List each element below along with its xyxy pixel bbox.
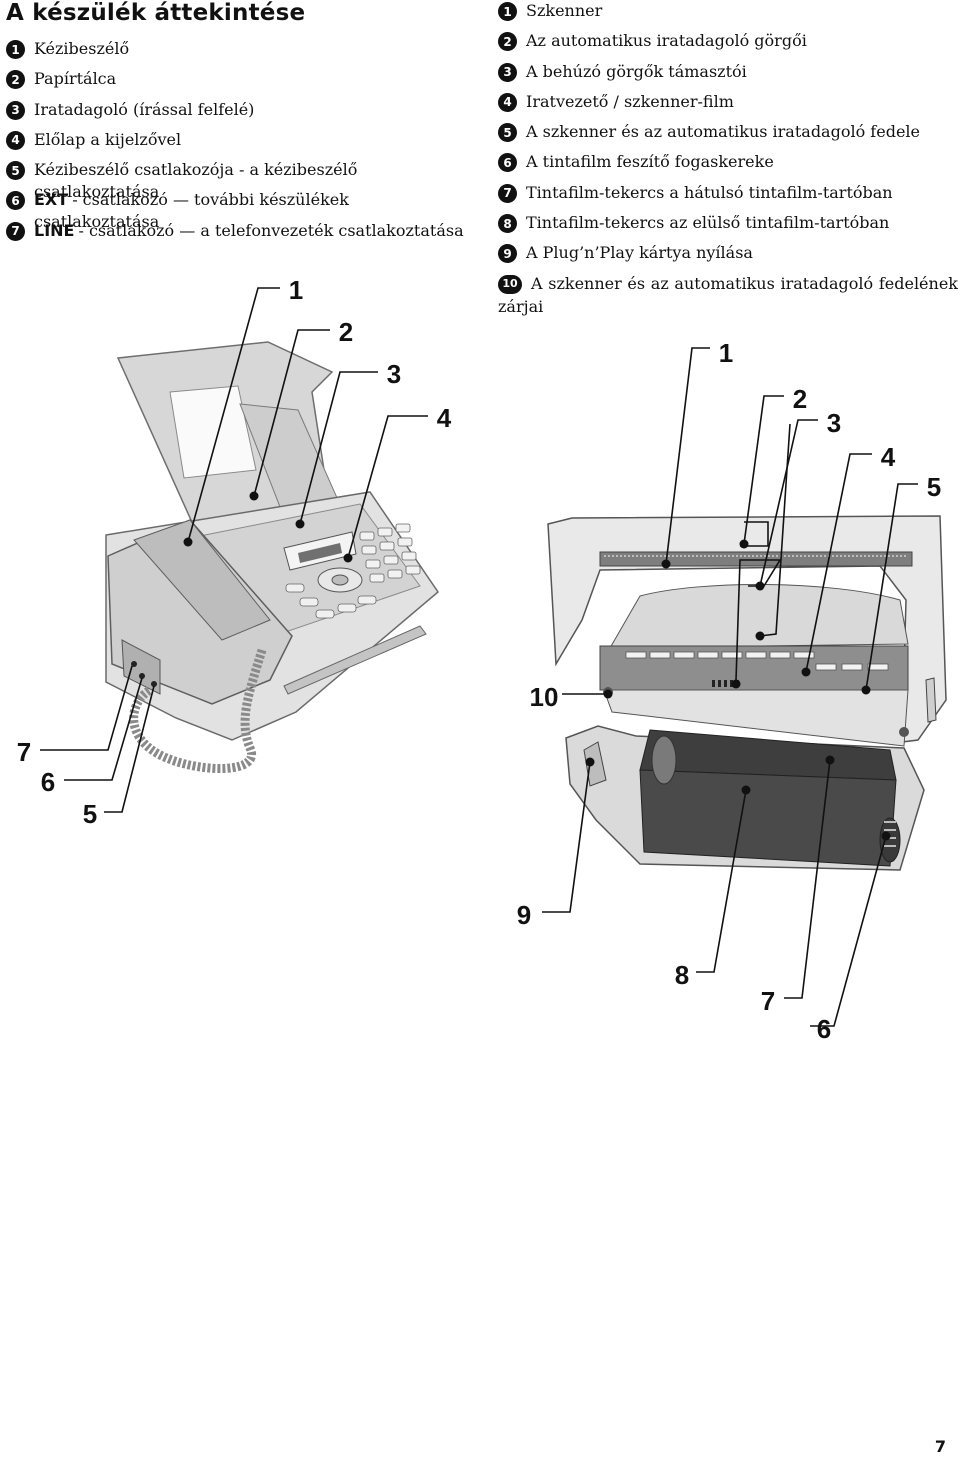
callout-number: 8: [498, 214, 517, 234]
callout-number: 3: [6, 100, 25, 120]
legend-item: 1 Kézibeszélő: [6, 38, 476, 68]
legend-text-continuation: zárjai: [498, 297, 544, 316]
callout-label: 1: [289, 275, 303, 305]
legend-text: Iratadagoló (írással felfelé): [34, 99, 255, 119]
callout-number: 5: [6, 161, 25, 181]
callout-label: 6: [817, 1014, 831, 1044]
figure1-leader-lines: [40, 287, 428, 813]
figure1-leader-endpoints: [183, 491, 353, 563]
connector-keyword: LINE: [34, 220, 75, 240]
legend-item: 3 Iratadagoló (írással felfelé): [6, 99, 476, 129]
legend-text: A Plug’n’Play kártya nyílása: [526, 243, 753, 263]
legend-text: Iratvezető / szkenner-film: [526, 91, 734, 111]
callout-label: 4: [881, 442, 896, 472]
legend-text: Kézibeszélő: [34, 39, 130, 58]
connector-keyword: EXT: [34, 190, 69, 210]
legend-item: 4 Előlap a kijelzővel: [6, 129, 476, 159]
legend-item: 8 Tintafilm-tekercs az elülső tintafilm-t…: [498, 212, 958, 242]
callout-label: 6: [41, 767, 55, 797]
legend-text: EXT- csatlakozó — további készülékek csa…: [34, 189, 476, 233]
inner-parts-legend: 1 Szkenner 2 Az automatikus iratadagoló gö…: [498, 0, 958, 294]
callout-number: 4: [498, 92, 517, 112]
callout-number: 10: [498, 274, 522, 294]
callout-number: 5: [498, 123, 517, 143]
legend-item: 3 A behúzó görgők támasztói: [498, 61, 958, 91]
callout-number: 2: [6, 70, 25, 90]
callout-number: 7: [6, 221, 25, 241]
legend-text: Tintafilm-tekercs az elülső tintafilm-ta…: [526, 213, 890, 233]
legend-text: Kézibeszélő csatlakozója - a kézibeszélő…: [34, 160, 358, 202]
page-number: 7: [934, 1437, 946, 1456]
legend-item: 5 Kézibeszélő csatlakozója - a kézibeszél…: [6, 159, 476, 201]
callout-number: 9: [498, 244, 517, 264]
legend-text: Papírtálca: [34, 69, 117, 89]
callout-number: 4: [6, 130, 25, 150]
callout-label: 3: [387, 359, 401, 389]
legend-text: Előlap a kijelzővel: [34, 129, 182, 149]
open-machine-interior-illustration: [547, 515, 947, 871]
page-title: A készülék áttekintése: [6, 0, 306, 26]
legend-item: 7 Tintafilm-tekercs a hátulsó tintafilm-t…: [498, 182, 958, 212]
legend-text: Tintafilm-tekercs a hátulsó tintafilm-ta…: [526, 182, 893, 202]
callout-label: 3: [827, 408, 841, 438]
callout-label: 10: [530, 682, 559, 712]
callout-label: 5: [83, 799, 97, 829]
callout-label: 2: [339, 317, 353, 347]
legend-text: Az automatikus iratadagoló görgői: [526, 31, 807, 51]
legend-item: 10 A szkenner és az automatikus iratadago…: [498, 273, 958, 294]
callout-number: 1: [6, 40, 25, 59]
legend-item: 4 Iratvezető / szkenner-film: [498, 91, 958, 121]
legend-item: 9 A Plug’n’Play kártya nyílása: [498, 242, 958, 272]
callout-label: 5: [927, 472, 941, 502]
legend-text: A behúzó görgők támasztói: [526, 61, 747, 81]
legend-item: 2 Papírtálca: [6, 68, 476, 98]
callout-label: 4: [437, 403, 452, 433]
callout-label: 7: [761, 986, 775, 1016]
callout-number: 6: [498, 153, 517, 173]
legend-description: - csatlakozó — további készülékek csatla…: [34, 190, 349, 232]
callout-number: 6: [6, 191, 25, 211]
legend-text: A szkenner és az automatikus iratadagoló…: [531, 273, 958, 293]
legend-text: A szkenner és az automatikus iratadagoló…: [526, 122, 920, 142]
callout-label: 7: [17, 737, 31, 767]
callout-number: 2: [498, 32, 517, 52]
figure2-leader-endpoints: [585, 539, 891, 841]
device-parts-legend: 1 Kézibeszélő 2 Papírtálca 3 Iratadagoló (í…: [6, 38, 476, 250]
fax-machine-illustration: [105, 341, 440, 773]
figure2-leader-lines: [542, 347, 918, 1027]
callout-label: 1: [719, 338, 733, 368]
callout-number: 7: [498, 183, 517, 203]
legend-item: 1 Szkenner: [498, 0, 958, 30]
legend-text: Szkenner: [526, 1, 603, 20]
legend-item: 5 A szkenner és az automatikus iratadagol…: [498, 121, 958, 151]
legend-item: 7 LINE- csatlakozó — a telefonvezeték csa…: [6, 220, 476, 250]
callout-label: 2: [793, 384, 807, 414]
legend-item: 6 EXT- csatlakozó — további készülékek cs…: [6, 189, 476, 231]
callout-label: 8: [675, 960, 689, 990]
callout-number: 1: [498, 2, 517, 21]
legend-description: - csatlakozó — a telefonvezeték csatlako…: [78, 220, 464, 240]
callout-label: 9: [517, 900, 531, 930]
legend-text: LINE- csatlakozó — a telefonvezeték csat…: [34, 220, 476, 242]
legend-text: A tintafilm feszítő fogaskereke: [526, 152, 774, 172]
callout-number: 3: [498, 62, 517, 82]
legend-item: 2 Az automatikus iratadagoló görgői: [498, 30, 958, 60]
legend-item: 6 A tintafilm feszítő fogaskereke: [498, 151, 958, 181]
